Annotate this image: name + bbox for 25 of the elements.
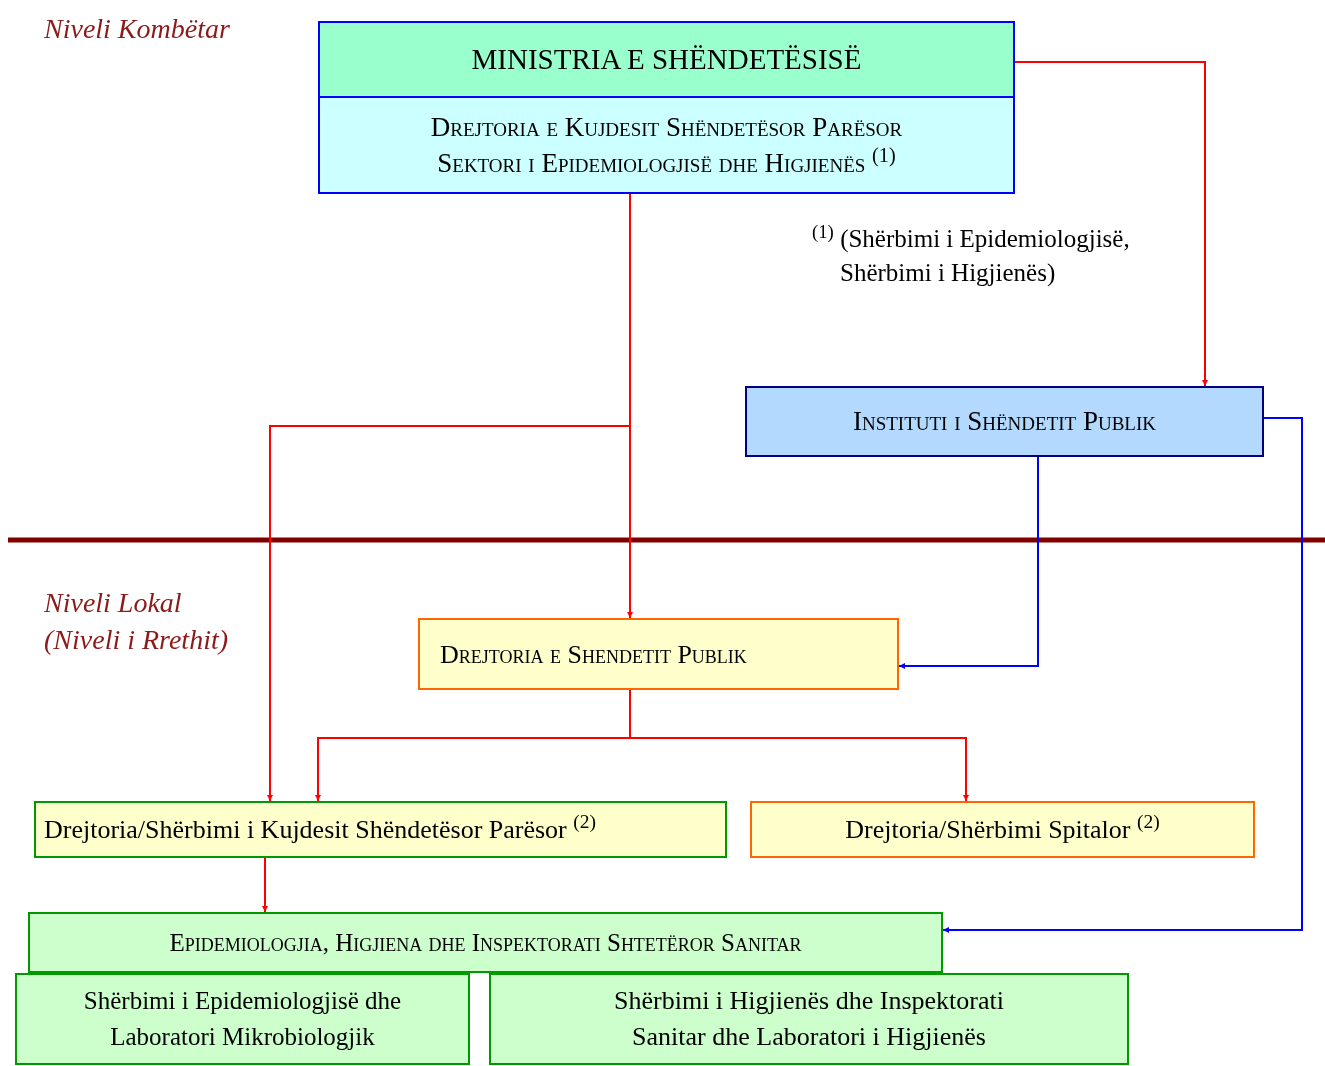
- box-label: Drejtoria/Shërbimi Spitalor $^{(2)}$: [845, 810, 1160, 846]
- box-label: MINISTRIA E SHËNDETËSISË: [471, 41, 862, 77]
- level-label: Niveli Kombëtar: [44, 12, 230, 46]
- org-box: [34, 801, 727, 858]
- arrow: [1014, 61, 1208, 387]
- arrow: [898, 456, 1039, 669]
- org-box: [28, 912, 943, 973]
- box-label: Drejtoria e Shendetit Publik: [440, 638, 747, 671]
- box-label: Epidemiologjia, Higjiena dhe Inspektorati Shtetëror Sanitar: [169, 927, 802, 958]
- box-label: Instituti i Shëndetit Publik: [852, 405, 1156, 439]
- org-box: [15, 973, 470, 1065]
- box-label: Drejtoria e Kujdesit Shëndetësor Parësor Sektori i Epidemiologjisë dhe Higjienës $^{(1)}$: [429, 111, 904, 180]
- org-box: [318, 96, 1015, 194]
- org-box: [318, 21, 1015, 98]
- box-label: Shërbimi i Epidemiologjisë dhe Laboratori Mikrobiologjik: [82, 986, 403, 1052]
- box-label: Drejtoria/Shërbimi i Kujdesit Shëndetësor Parësor $^{(2)}$: [44, 810, 597, 846]
- box-label: Shërbimi i Higjienës dhe Inspektorati Sanitar dhe Laboratori i Higjienës: [613, 985, 1005, 1053]
- arrow: [262, 857, 268, 913]
- footnote: $^{(1)}$ (Shërbimi i Epidemiologjisë, Shërbimi i Higjienës): [812, 222, 1131, 288]
- org-box: [745, 386, 1264, 457]
- arrow: [942, 417, 1303, 933]
- level-label: Niveli Lokal (Niveli i Rrethit): [44, 586, 230, 657]
- org-box: [489, 973, 1129, 1065]
- org-box: [418, 618, 899, 690]
- org-box: [750, 801, 1255, 858]
